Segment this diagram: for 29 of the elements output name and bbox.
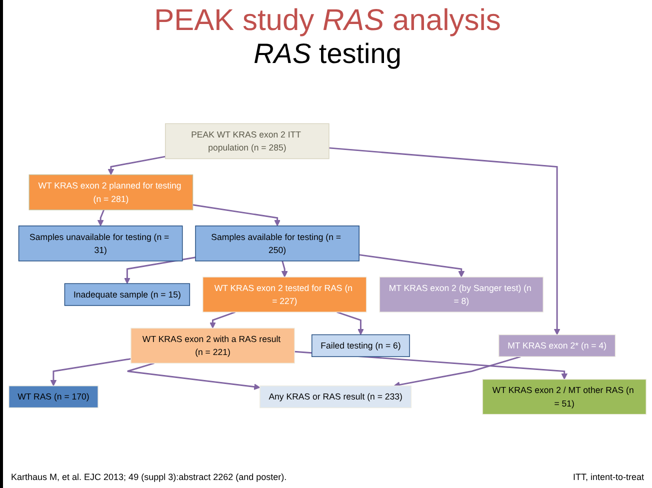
node-box: MT KRAS exon 2* (n = 4) — [498, 334, 616, 357]
arrow — [281, 260, 288, 278]
node-box: WT KRAS exon 2 planned for testing (n = 281) — [28, 174, 194, 210]
arrow — [50, 358, 132, 386]
node-box: WT KRAS exon 2 / MT other RAS (n = 51) — [482, 378, 647, 415]
node-box: Any KRAS or RAS result (n = 233) — [260, 386, 412, 408]
slide-subtitle: RAS testing — [254, 38, 402, 70]
arrow — [126, 362, 260, 390]
arrow — [192, 204, 281, 226]
arrow — [97, 210, 105, 226]
abbreviation-note: ITT, intent-to-treat — [572, 472, 644, 482]
node-box: WT KRAS exon 2 with a RAS result (n = 221) — [130, 328, 295, 364]
arrow — [108, 156, 166, 176]
node-box: WT KRAS exon 2 tested for RAS (n = 227) — [202, 276, 367, 312]
arrow — [359, 254, 465, 278]
node-box: WT RAS (n = 170) — [8, 386, 98, 408]
node-box: Samples unavailable for testing (n = 31) — [18, 226, 183, 262]
node-box: Samples available for testing (n = 250) — [195, 226, 360, 262]
arrow — [210, 311, 236, 328]
node-box: Failed testing (n = 6) — [312, 334, 410, 357]
arrow — [394, 356, 521, 388]
arrow — [336, 311, 364, 336]
node-box: PEAK WT KRAS exon 2 ITT population (n = 285) — [165, 123, 330, 160]
node-box: Inadequate sample (n = 15) — [64, 283, 190, 306]
node-box: MT KRAS exon 2 (by Sanger test) (n = 8) — [379, 276, 544, 312]
citation-note: Karthaus M, et al. EJC 2013; 49 (suppl 3):abstract 2262 (and poster). — [11, 472, 287, 482]
arrow — [124, 256, 196, 284]
arrow — [328, 147, 560, 336]
slide-title: PEAK study RAS analysis — [154, 4, 501, 38]
